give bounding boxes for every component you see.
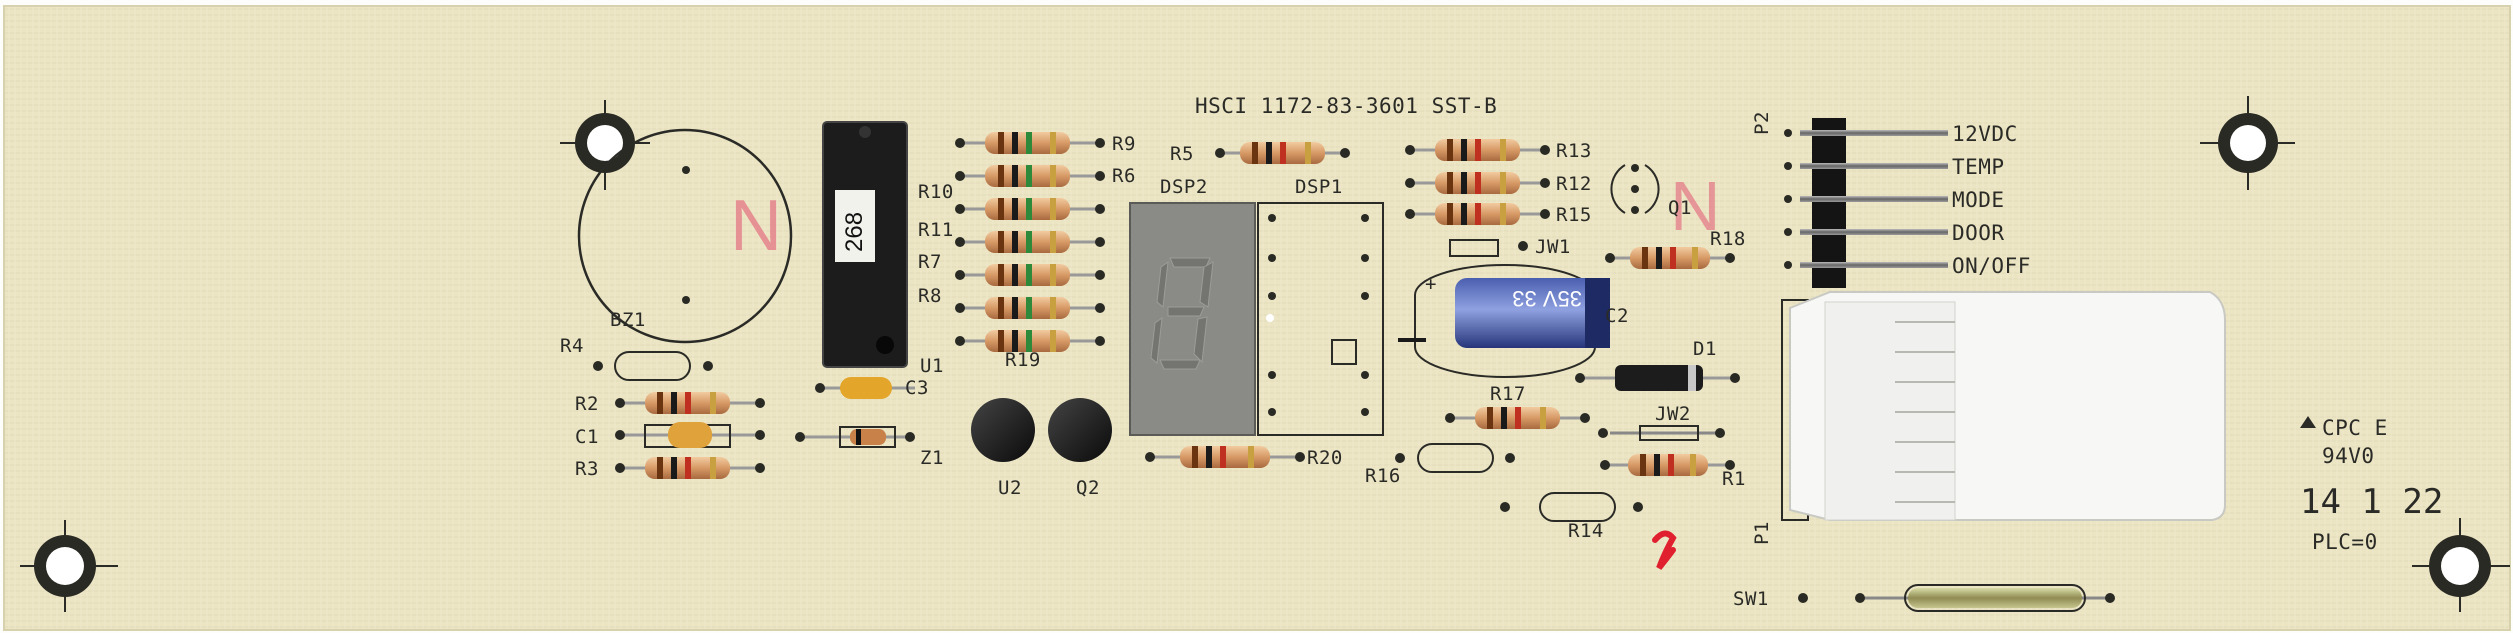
mounting-hole-bottom-left: [20, 520, 118, 612]
reed-switch-sw1: SW1: [1733, 584, 2115, 612]
resistor-r18: R18: [1605, 228, 1746, 269]
z1-label: Z1: [920, 447, 944, 469]
p1-label: P1: [1751, 521, 1773, 545]
dsp1-label: DSP1: [1295, 176, 1343, 198]
jumper-jw2: JW2: [1598, 403, 1725, 441]
r3-label: R3: [575, 458, 599, 480]
ic-u1-marking: 268: [841, 212, 868, 252]
r16-label: R16: [1365, 465, 1401, 487]
connector-p2: P2 12VDC TEMP MODE DOOR ON/OFF: [1751, 111, 2031, 288]
resistor-r14-footprint: R14: [1500, 492, 1643, 542]
triangle-icon: [2300, 416, 2316, 428]
capacitor-c1: C1: [575, 422, 765, 448]
connector-p1: P1: [1751, 291, 2226, 545]
r18-label: R18: [1710, 228, 1746, 250]
q1-label: Q1: [1668, 197, 1692, 219]
resistor-r20: R20: [1145, 446, 1343, 469]
part-number: HSCI 1172-83-3601 SST-B: [1195, 94, 1497, 118]
resistor-r5: R5: [1170, 142, 1350, 165]
pin-label-12vdc: 12VDC: [1952, 122, 2018, 146]
r19-label: R19: [1005, 349, 1041, 371]
resistor-column: R9 R6 R10 R11 R7 R8 R19: [918, 132, 1136, 371]
resistor-r1: R1: [1600, 454, 1746, 490]
jw2-label: JW2: [1655, 403, 1691, 425]
c3-label: C3: [905, 377, 929, 399]
red-ink-mark: [1652, 530, 1677, 570]
rating-label: 94V0: [2322, 444, 2375, 468]
r12-label: R12: [1556, 173, 1592, 195]
r20-label: R20: [1307, 447, 1343, 469]
cert-label: CPC E: [2322, 416, 2388, 440]
r9-label: R9: [1112, 133, 1136, 155]
capacitor-c2: 35V 33 + C2: [1398, 264, 1629, 378]
bz1-label: BZ1: [610, 309, 646, 331]
jumper-jw1: JW1: [1449, 236, 1571, 258]
pin-label-temp: TEMP: [1952, 155, 2005, 179]
handwritten-mark-right: N: [1670, 167, 1721, 245]
r11-label: R11: [918, 219, 954, 241]
u2-label: U2: [998, 477, 1022, 499]
resistor-r17: R17: [1445, 383, 1590, 429]
mounting-hole-top-left: [560, 100, 650, 190]
r6-label: R6: [1112, 165, 1136, 187]
buzzer-footprint: BZ1: [577, 128, 793, 344]
zener-z1: Z1: [795, 426, 944, 469]
c1-label: C1: [575, 426, 599, 448]
q2-label: Q2: [1076, 477, 1100, 499]
r1-label: R1: [1722, 468, 1746, 490]
r15-label: R15: [1556, 204, 1592, 226]
date-code: 14 1 22: [2300, 482, 2443, 522]
r4-label: R4: [560, 335, 584, 357]
c2-marking: 35V 33: [1512, 286, 1582, 311]
r7-label: R7: [918, 251, 942, 273]
r14-label: R14: [1568, 520, 1604, 542]
pin-label-mode: MODE: [1952, 188, 2005, 212]
transistor-q2: Q2: [1048, 398, 1112, 499]
d1-label: D1: [1693, 338, 1717, 360]
r17-label: R17: [1490, 383, 1526, 405]
resistor-group-right: R13 R12 R15: [1405, 139, 1592, 226]
r10-label: R10: [918, 181, 954, 203]
r2-label: R2: [575, 393, 599, 415]
resistor-r16-footprint: R16: [1365, 443, 1515, 487]
dsp2-label: DSP2: [1160, 176, 1208, 198]
mounting-hole-bottom-right: [2412, 518, 2510, 612]
resistor-r4-footprint: R4: [560, 335, 713, 381]
pin-label-on-off: ON/OFF: [1952, 254, 2031, 278]
svg-text:+: +: [1425, 273, 1437, 295]
resistor-r2: R2: [575, 392, 765, 415]
jw1-label: JW1: [1535, 236, 1571, 258]
c2-label: C2: [1605, 305, 1629, 327]
plc-label: PLC=0: [2312, 530, 2378, 554]
mounting-hole-top-right: [2200, 96, 2295, 190]
u1-label: U1: [920, 355, 944, 377]
pin-label-door: DOOR: [1952, 221, 2005, 245]
seven-segment-display: DSP2 DSP1: [1129, 176, 1384, 436]
r5-label: R5: [1170, 143, 1194, 165]
sw1-label: SW1: [1733, 588, 1769, 610]
r13-label: R13: [1556, 140, 1592, 162]
r8-label: R8: [918, 285, 942, 307]
diode-d1: D1: [1575, 338, 1740, 391]
transistor-q1-footprint: Q1: [1610, 164, 1692, 219]
certification-marking: CPC E 94V0 14 1 22 PLC=0: [2300, 416, 2443, 554]
handwritten-mark-left: N: [730, 186, 782, 266]
capacitor-c3: C3: [815, 377, 929, 399]
resistor-r3: R3: [575, 457, 765, 480]
ic-u1: 268 U1: [822, 121, 944, 377]
p2-label: P2: [1751, 111, 1773, 135]
transistor-u2: U2: [971, 398, 1035, 499]
